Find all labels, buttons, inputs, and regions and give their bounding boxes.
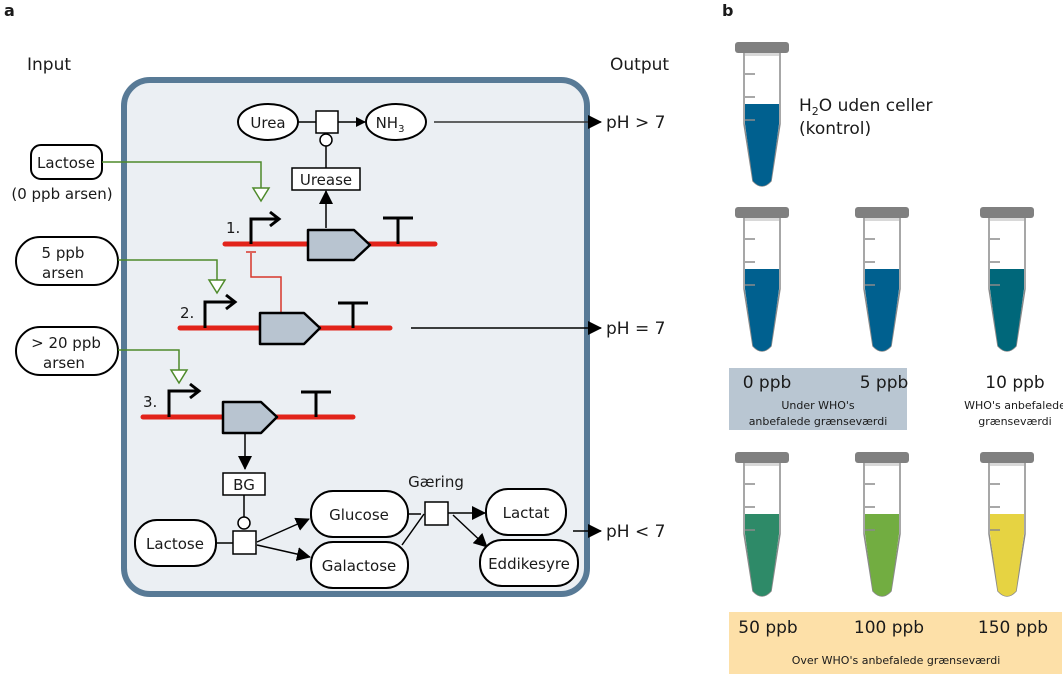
tube-liquid (745, 269, 779, 351)
tube-liquid (865, 514, 899, 596)
promoter-3-icon (167, 389, 197, 417)
repression-line (250, 253, 282, 312)
tube-cap (980, 207, 1034, 218)
panel-b-label: b (722, 1, 733, 20)
tube-50-ppb (735, 452, 789, 597)
label-0ppb: 0 ppb (743, 373, 792, 393)
tube-cap (855, 452, 909, 463)
input-lactose-label: Lactose (37, 154, 95, 172)
lactat-label: Lactat (503, 504, 550, 522)
input-5ppb-line1: 5 ppb (42, 244, 85, 262)
label-5ppb: 5 ppb (860, 373, 909, 393)
tube-control (735, 42, 789, 187)
over-who-caption: Over WHO's anbefalede grænseværdi (792, 654, 1001, 667)
galactose-node (310, 541, 409, 589)
tube-cap (735, 42, 789, 53)
circuit-1-number: 1. (226, 219, 240, 237)
tube-10-ppb (980, 207, 1034, 352)
galactose-label: Galactose (322, 557, 397, 575)
catalysis-circle-icon (237, 516, 251, 530)
input-5ppb-line2: arsen (42, 264, 84, 282)
input-heading: Input (27, 55, 71, 75)
under-who-line2: anbefalede grænseværdi (749, 415, 888, 428)
output-ph-low: pH < 7 (606, 522, 665, 542)
fermentation-process-node (424, 501, 449, 526)
circuit-1: 1. (222, 210, 438, 262)
gene-3 (221, 400, 279, 435)
tube-cap (735, 452, 789, 463)
tube-100-ppb (855, 452, 909, 597)
gaering-label: Gæring (408, 473, 464, 491)
tube-liquid (745, 514, 779, 596)
activation-line-2 (118, 259, 218, 280)
activation-arrow-icon (251, 187, 271, 203)
tube-rack (735, 42, 1034, 597)
tube-liquid (865, 269, 899, 351)
label-50ppb: 50 ppb (738, 618, 797, 638)
gene-1 (306, 228, 372, 262)
urea-reaction: Urea NH3 Urease (237, 103, 602, 228)
catalysis-circle-icon (319, 133, 333, 147)
control-caption-line2: (kontrol) (799, 119, 871, 139)
eddikesyre-node (479, 539, 579, 587)
input-20ppb-line2: arsen (43, 354, 85, 372)
eddikesyre-label: Eddikesyre (488, 555, 570, 573)
lactose-node-label: Lactose (146, 535, 204, 553)
output-heading: Output (610, 55, 669, 75)
input-20ppb (15, 326, 119, 376)
activation-arrow-icon (169, 369, 189, 385)
who-limit-line2: grænseværdi (978, 415, 1051, 428)
output-ph-neutral: pH = 7 (606, 319, 665, 339)
tube-liquid (990, 514, 1024, 596)
tube-150-ppb (980, 452, 1034, 597)
glucose-label: Glucose (329, 506, 389, 524)
lactose-reaction: BG Lactose Glucose Galactose Gæring Lact… (134, 472, 579, 589)
promoter-2-icon (203, 300, 233, 328)
label-10ppb: 10 ppb (985, 373, 1044, 393)
input-lactose-sub: (0 ppb arsen) (11, 185, 112, 203)
bg-label: BG (233, 476, 255, 494)
circuit-2-number: 2. (180, 304, 194, 322)
tube-cap (855, 207, 909, 218)
under-who-box (729, 368, 907, 430)
circuit-3: 3. (140, 382, 356, 435)
control-caption-line1: H2O uden celler (799, 96, 932, 118)
activation-line-3 (118, 349, 180, 370)
under-who-line1: Under WHO's (781, 399, 855, 412)
nh3-node (365, 103, 427, 141)
output-ph-high: pH > 7 (606, 113, 665, 133)
label-150ppb: 150 ppb (978, 618, 1048, 638)
tube-liquid (745, 104, 779, 186)
activation-arrow-icon (207, 279, 227, 295)
circuit-3-number: 3. (143, 393, 157, 411)
over-who-box (729, 612, 1062, 674)
circuit-2: 2. (177, 293, 393, 346)
tube-5-ppb (855, 207, 909, 352)
tube-cap (735, 207, 789, 218)
nh3-label: NH3 (376, 114, 405, 135)
gene-2 (258, 311, 322, 346)
urea-process-node (315, 110, 339, 134)
promoter-1-icon (249, 217, 277, 244)
input-20ppb-line1: > 20 ppb (31, 334, 101, 352)
panel-a-label: a (4, 1, 15, 20)
tube-liquid (990, 269, 1024, 351)
who-limit-line1: WHO's anbefalede (964, 399, 1063, 412)
lactose-process-node (232, 530, 257, 555)
urease-label: Urease (300, 171, 352, 189)
tube-0-ppb (735, 207, 789, 352)
activation-line-1 (102, 161, 262, 188)
input-5ppb (15, 236, 119, 286)
label-100ppb: 100 ppb (854, 618, 924, 638)
lactat-node (485, 488, 567, 536)
urea-label: Urea (250, 114, 285, 132)
tube-cap (980, 452, 1034, 463)
